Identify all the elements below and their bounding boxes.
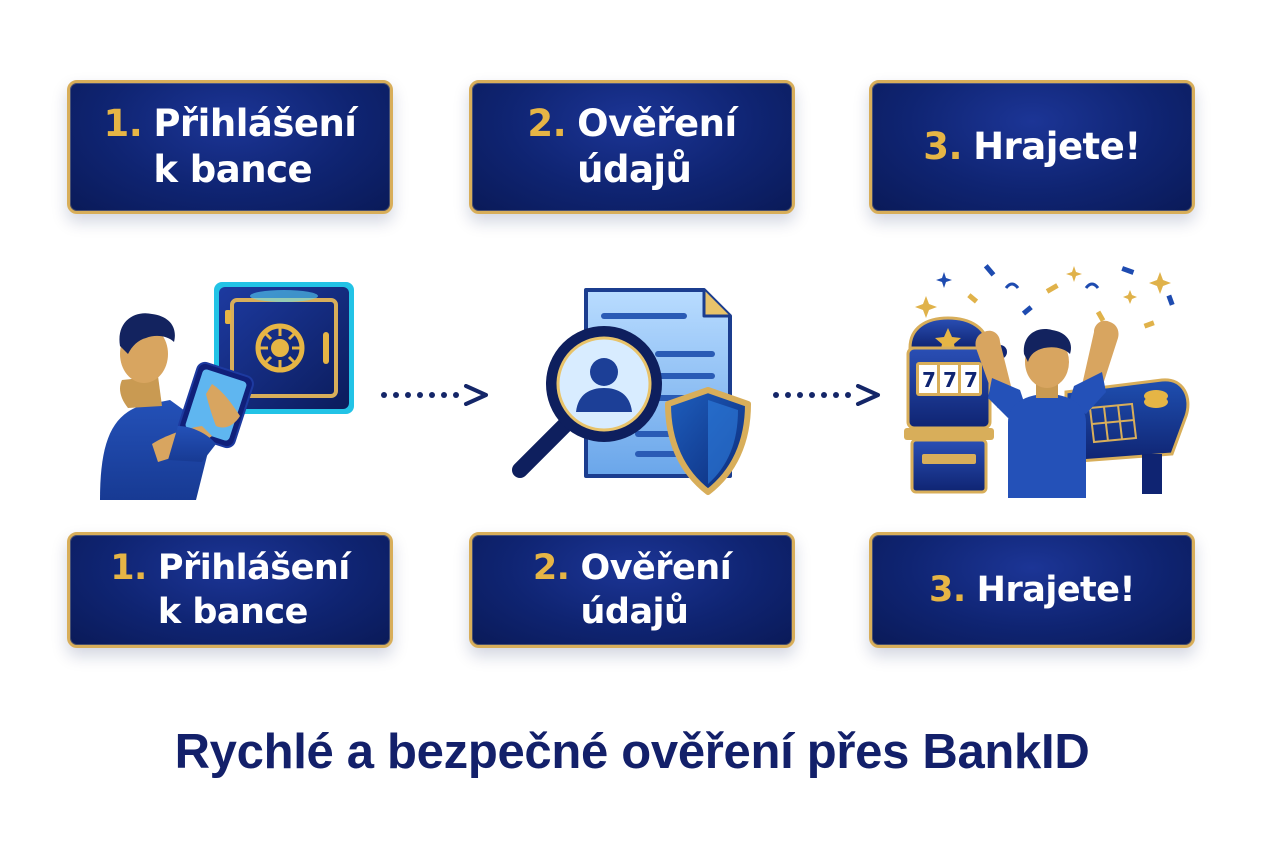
arrow-right-icon: [381, 384, 488, 406]
step-number: 1.: [103, 102, 143, 145]
step-box-verify-top: 2. Ověření údajů: [469, 80, 795, 214]
step-label: Ověření údajů: [580, 548, 732, 632]
step-label: Přihlášení k bance: [153, 102, 357, 191]
step-label: Hrajete!: [976, 570, 1136, 610]
step-text: 1. Přihlášení k bance: [103, 101, 358, 193]
step-box-verify-bottom: 2. Ověření údajů: [469, 532, 795, 648]
step-number: 2.: [527, 102, 567, 145]
step-number: 3.: [929, 570, 966, 610]
arrow-right-icon: [773, 384, 880, 406]
step-text: 3. Hrajete!: [929, 568, 1136, 612]
person-with-tablet-and-safe-icon: [100, 282, 354, 500]
step-label: Přihlášení k bance: [157, 548, 350, 632]
step-text: 2. Ověření údajů: [532, 546, 732, 634]
step-label: Ověření údajů: [577, 102, 737, 191]
step-text: 1. Přihlášení k bance: [110, 546, 350, 634]
step-box-play-bottom: 3. Hrajete!: [869, 532, 1195, 648]
step-box-login-bottom: 1. Přihlášení k bance: [67, 532, 393, 648]
document-magnifier-shield-icon: [512, 288, 751, 495]
step-box-login-top: 1. Přihlášení k bance: [67, 80, 393, 214]
svg-text:7: 7: [943, 368, 957, 392]
step-number: 2.: [532, 548, 570, 588]
step-label: Hrajete!: [973, 125, 1141, 168]
svg-text:7: 7: [964, 368, 978, 392]
step-text: 2. Ověření údajů: [527, 101, 737, 193]
step-text: 3. Hrajete!: [923, 124, 1141, 170]
step-box-play-top: 3. Hrajete!: [869, 80, 1195, 214]
caption-title: Rychlé a bezpečné ověření přes BankID: [174, 725, 1090, 779]
svg-text:7: 7: [922, 368, 936, 392]
step-number: 3.: [923, 125, 963, 168]
step-number: 1.: [110, 548, 147, 588]
